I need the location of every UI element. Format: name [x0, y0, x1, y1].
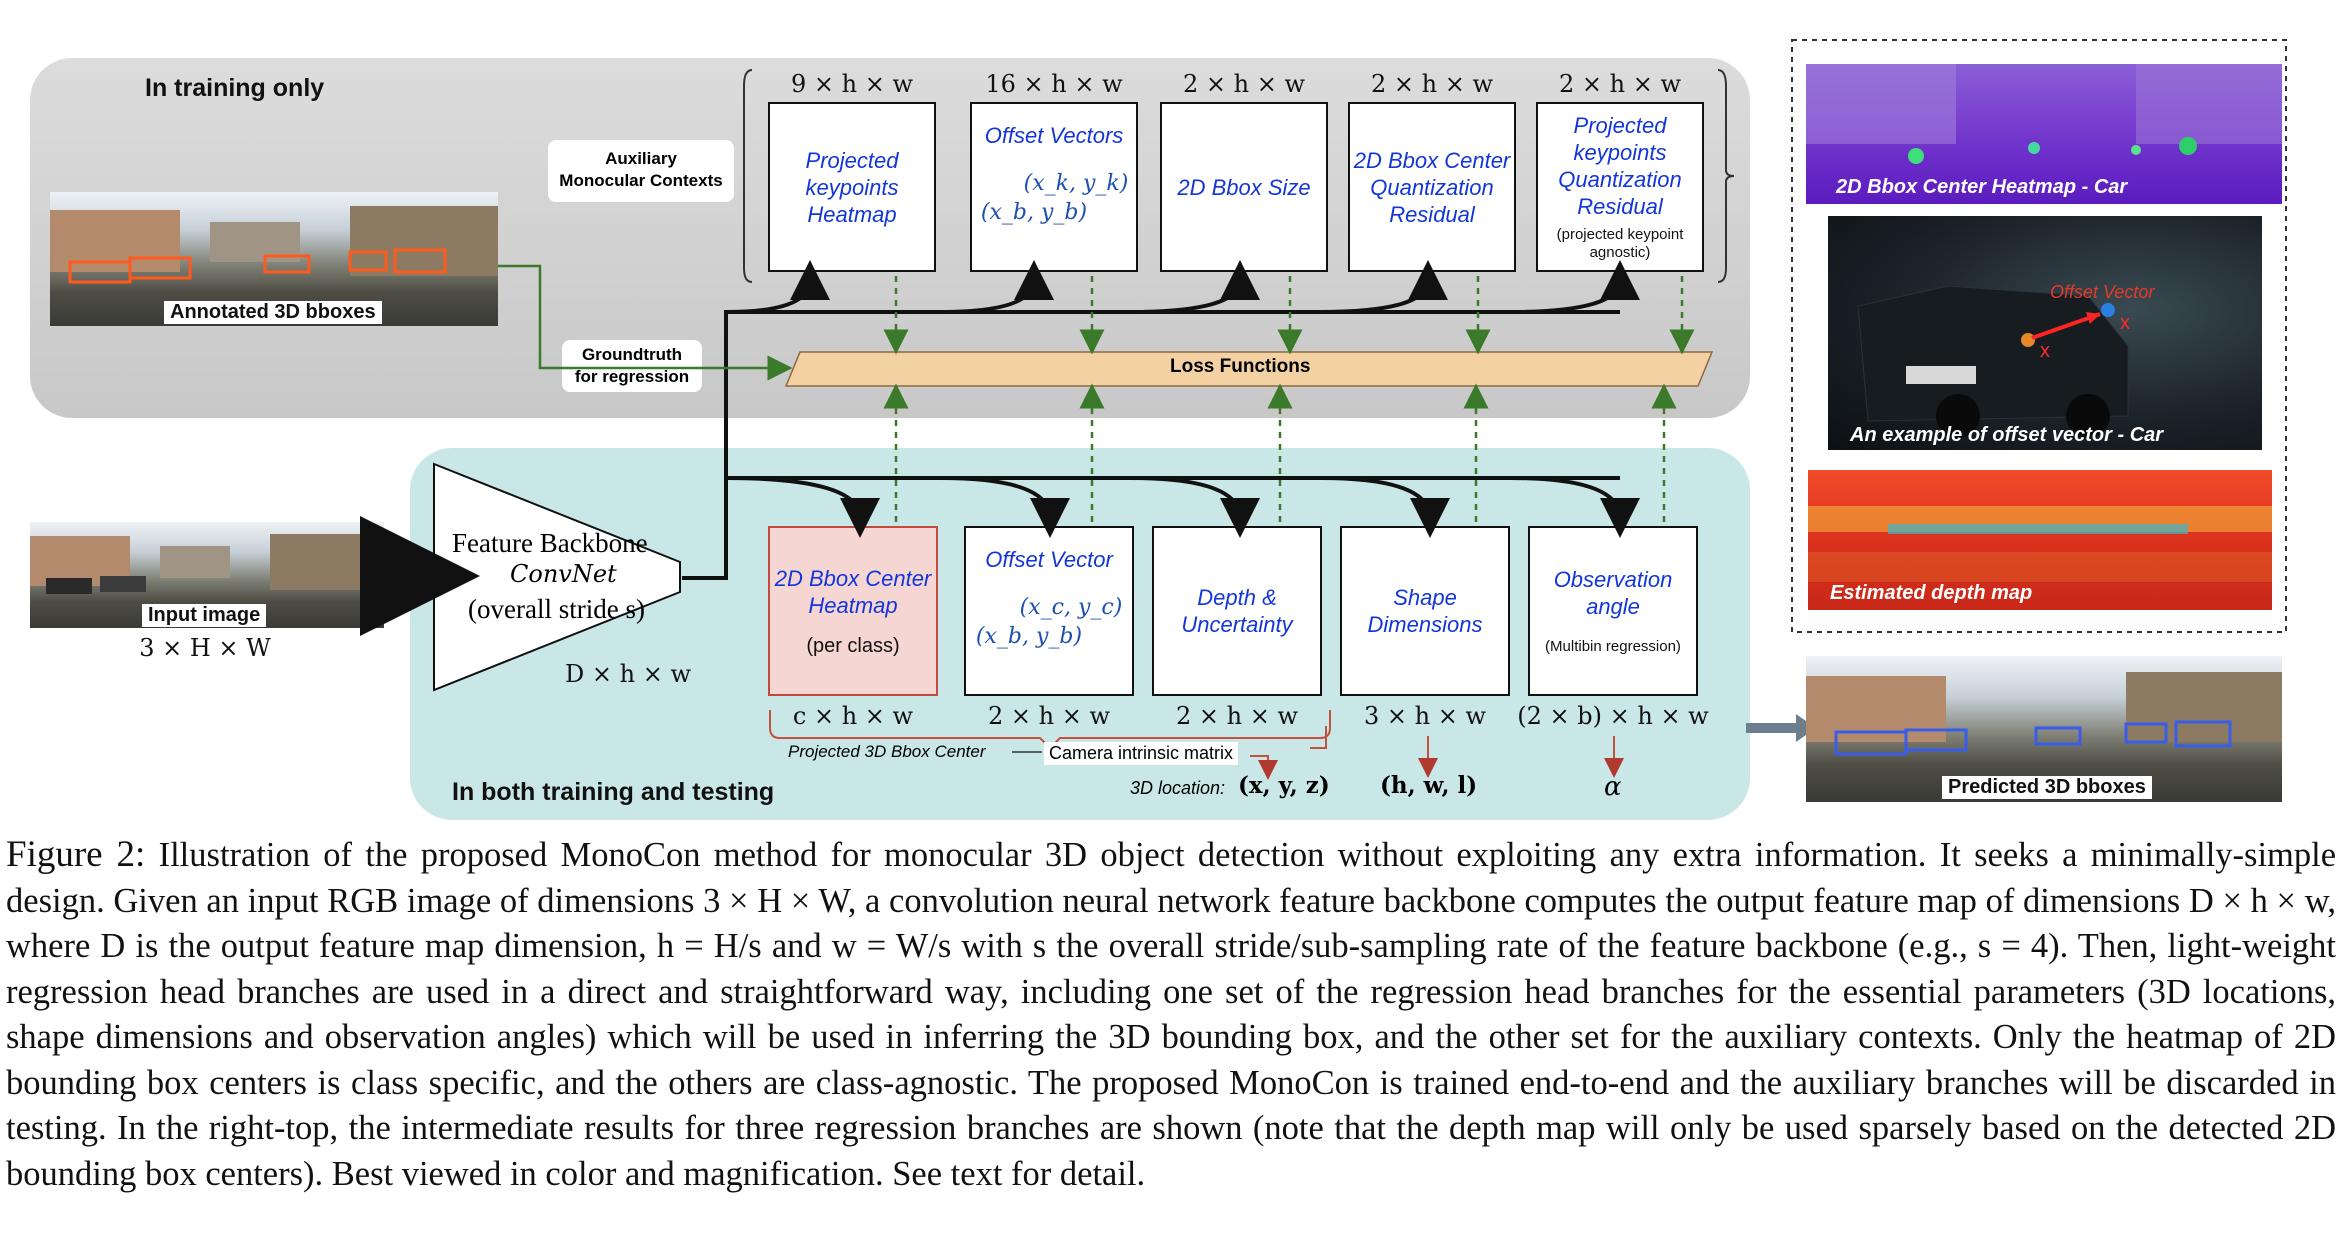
groundtruth-label: Groundtruth for regression — [562, 340, 702, 392]
training-only-label: In training only — [145, 74, 325, 102]
location-label: 3D location: — [1130, 778, 1226, 798]
annotated-image — [50, 192, 498, 326]
annotated-label: Annotated 3D bboxes — [164, 301, 382, 324]
offset-example-label: An example of offset vector - Car — [1850, 424, 2164, 446]
input-dim: 3 × H × W — [139, 634, 271, 662]
aux-head-keypoint-residual: Projected keypoints Quantization Residua… — [1536, 102, 1704, 272]
main-dim-1: c × h × w — [792, 702, 914, 730]
depth-label: Estimated depth map — [1830, 582, 2033, 604]
main-head-depth: Depth & Uncertainty — [1152, 526, 1322, 696]
xb-label: x — [2040, 340, 2050, 362]
projected-center-label: Projected 3D Bbox Center — [788, 742, 986, 761]
caption-text: Illustration of the proposed MonoCon met… — [6, 836, 2337, 1193]
caption-label: Figure 2: — [6, 834, 146, 875]
input-label: Input image — [142, 604, 267, 627]
main-head-shape: Shape Dimensions — [1340, 526, 1510, 696]
angle-math: α — [1604, 772, 1622, 802]
aux-head-keypoint-heatmap: Projected keypoints Heatmap — [768, 102, 936, 272]
aux-dim-3: 2 × h × w — [1182, 70, 1306, 98]
main-dim-2: 2 × h × w — [987, 702, 1111, 730]
location-math: (x, y, z) — [1238, 772, 1330, 799]
main-dim-5: (2 × b) × h × w — [1517, 702, 1709, 730]
shape-math: (h, w, l) — [1380, 772, 1478, 799]
main-dim-3: 2 × h × w — [1175, 702, 1299, 730]
backbone-stride: (overall stride s) — [468, 594, 645, 624]
aux-head-offset-vectors: Offset Vectors (x_k, y_k) (x_b, y_b) — [970, 102, 1138, 272]
center-heatmap-example: 2D Bbox Center Heatmap - Car — [1806, 64, 2282, 204]
predicted-image: Predicted 3D bboxes — [1806, 656, 2282, 802]
aux-dim-1: 9 × h × w — [790, 70, 914, 98]
xc-label: x — [2120, 312, 2130, 334]
offset-vector-example: Offset Vector x x An example of offset v… — [1828, 216, 2262, 450]
offset-vector-text: Offset Vector — [2050, 282, 2155, 302]
aux-dim-5: 2 × h × w — [1558, 70, 1682, 98]
aux-head-bbox-size: 2D Bbox Size — [1160, 102, 1328, 272]
depth-map-example: Estimated depth map — [1808, 470, 2272, 610]
backbone-title: Feature Backbone — [452, 528, 648, 558]
aux-dim-2: 16 × h × w — [985, 70, 1123, 98]
backbone-dim: D × h × w — [565, 660, 691, 688]
figure-caption: Figure 2: Illustration of the proposed M… — [6, 832, 2336, 1197]
main-head-offset-vector: Offset Vector (x_c, y_c) (x_b, y_b) — [964, 526, 1134, 696]
train-test-label: In both training and testing — [452, 778, 775, 806]
loss-functions-label: Loss Functions — [1170, 356, 1311, 377]
main-dim-4: 3 × h × w — [1363, 702, 1487, 730]
camera-matrix-label: Camera intrinsic matrix — [1044, 742, 1239, 765]
predicted-label: Predicted 3D bboxes — [1942, 776, 2152, 799]
heatmap-label: 2D Bbox Center Heatmap - Car — [1836, 176, 2128, 198]
aux-dim-4: 2 × h × w — [1370, 70, 1494, 98]
backbone-name: ConvNet — [510, 560, 617, 588]
aux-contexts-label: Auxiliary Monocular Contexts — [548, 140, 734, 202]
